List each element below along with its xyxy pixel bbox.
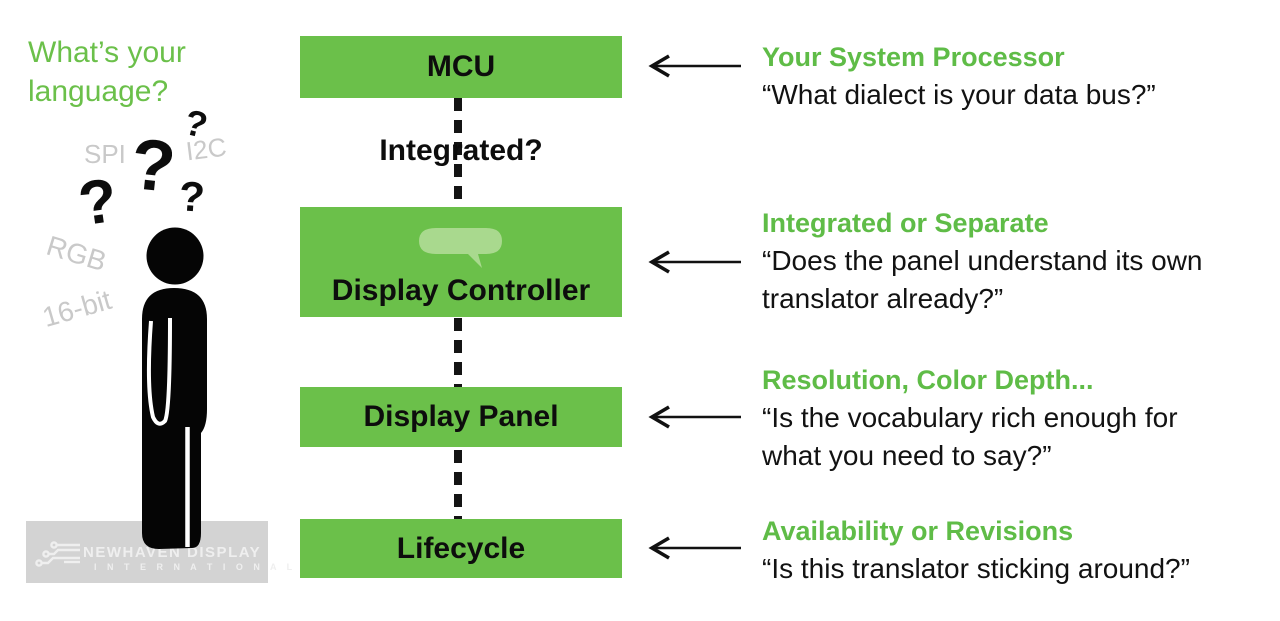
node-label: Lifecycle xyxy=(396,531,526,565)
left-arrow-icon xyxy=(648,250,741,274)
annotation-quote: “Is this translator sticking around?” xyxy=(762,553,1190,584)
circuit-logo-icon xyxy=(35,541,80,567)
node-label: Display Controller xyxy=(331,274,591,307)
node-label: Display Panel xyxy=(363,400,559,433)
annotation-heading: Resolution, Color Depth... xyxy=(762,365,1094,395)
protocol-label-rgb: RGB xyxy=(42,229,111,278)
annotation-heading: Your System Processor xyxy=(762,42,1065,72)
annotation-mcu: Your System Processor “What dialect is y… xyxy=(762,38,1156,114)
node-label: MCU xyxy=(426,50,496,83)
annotation-quote: “Is the vocabulary rich enough for xyxy=(762,402,1178,433)
question-mark-icon: ? xyxy=(177,172,207,221)
speech-bubble-icon xyxy=(419,228,502,268)
protocol-label-spi: SPI xyxy=(84,139,126,169)
left-arrow-icon xyxy=(648,536,741,560)
annotation-display-panel: Resolution, Color Depth... “Is the vocab… xyxy=(762,361,1178,475)
flow-node-lifecycle: Lifecycle xyxy=(300,519,622,578)
left-arrow-icon xyxy=(648,405,741,429)
annotation-display-controller: Integrated or Separate “Does the panel u… xyxy=(762,204,1203,318)
annotation-quote: “Does the panel understand its own xyxy=(762,245,1203,276)
annotation-quote: “What dialect is your data bus?” xyxy=(762,79,1156,110)
watermark-line2: I N T E R N A T I O N A L xyxy=(94,562,297,572)
annotation-heading: Integrated or Separate xyxy=(762,208,1049,238)
annotation-lifecycle: Availability or Revisions “Is this trans… xyxy=(762,512,1190,588)
flow-node-display-panel: Display Panel xyxy=(300,387,622,447)
annotation-quote: what you need to say?” xyxy=(762,440,1052,471)
left-arrow-icon xyxy=(648,54,741,78)
flow-node-mcu: MCU xyxy=(300,36,622,98)
annotation-quote: translator already?” xyxy=(762,283,1004,314)
person-silhouette xyxy=(142,227,207,549)
watermark-line1: NEWHAVEN DISPLAY xyxy=(83,544,262,561)
connector-question-label: Integrated? xyxy=(379,134,543,167)
intro-question-text: What’s your language? xyxy=(28,36,186,108)
annotation-heading: Availability or Revisions xyxy=(762,516,1074,546)
flow-node-display-controller: Display Controller xyxy=(300,207,622,317)
question-mark-icon: ? xyxy=(74,165,122,240)
question-mark-icon: ? xyxy=(126,123,180,209)
protocol-label-16bit: 16-bit xyxy=(38,283,115,334)
